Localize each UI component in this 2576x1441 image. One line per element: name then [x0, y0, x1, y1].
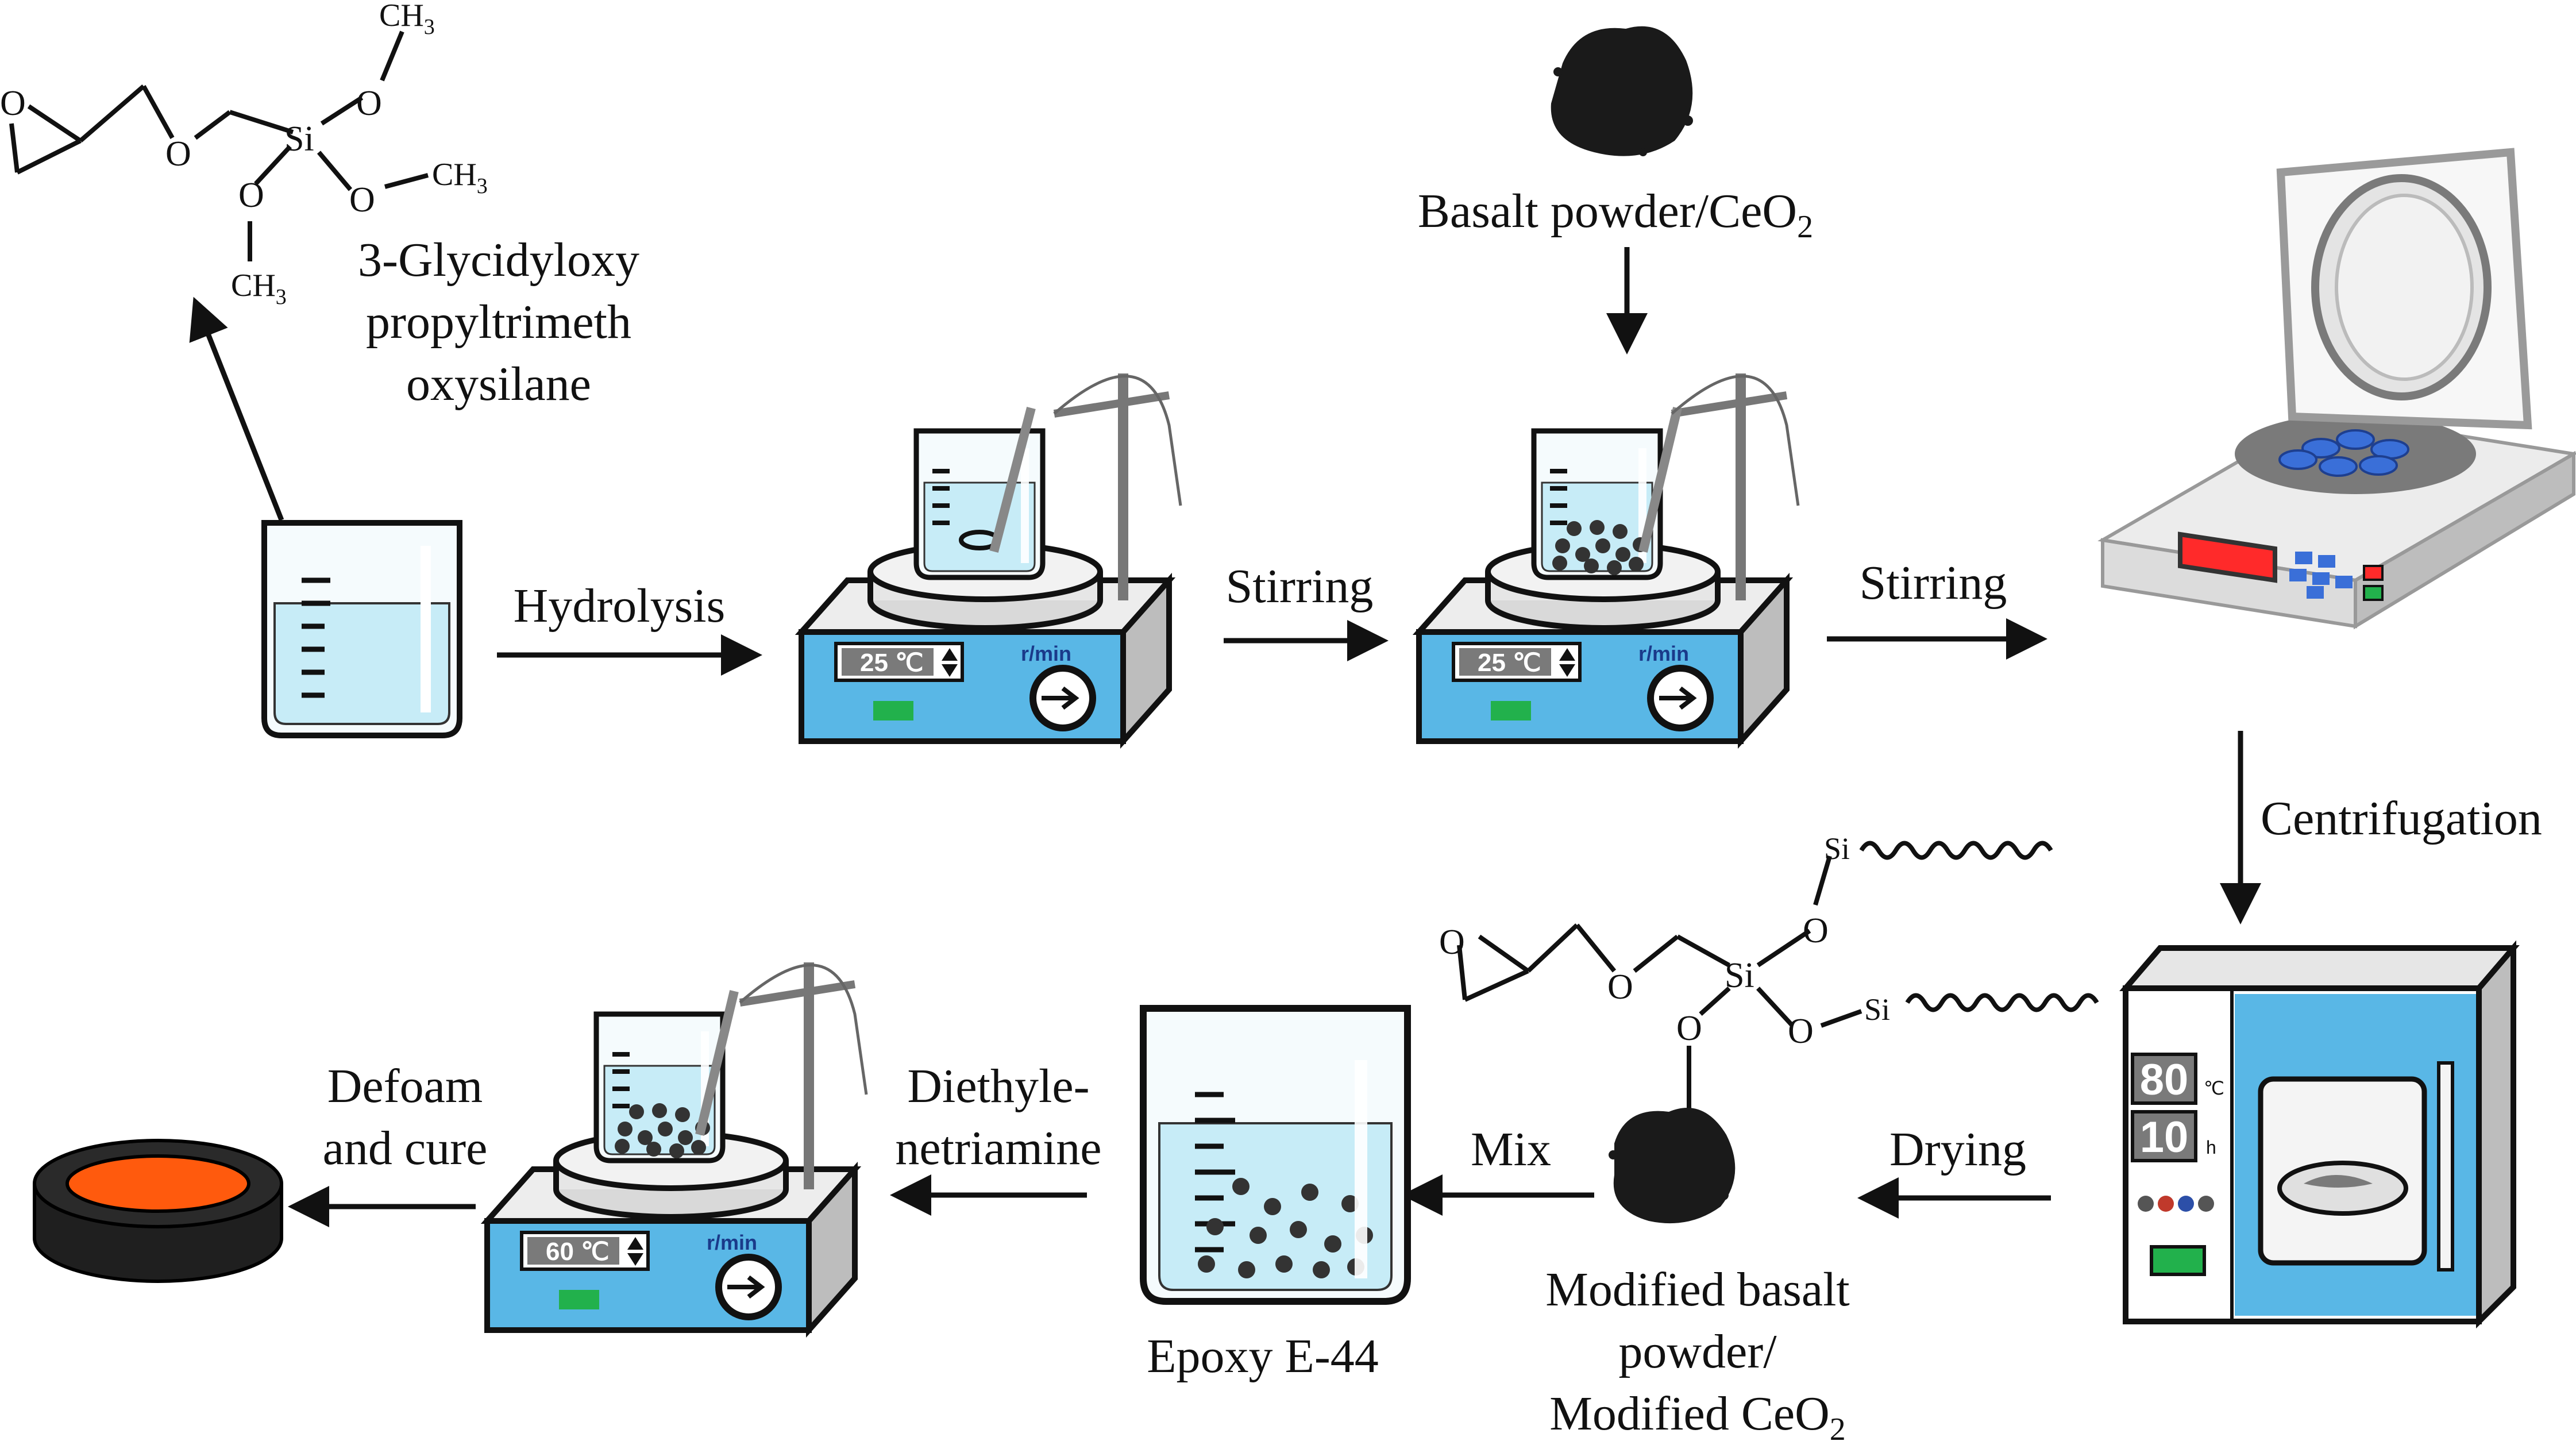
- stirrer-2-speed-unit: r/min: [1638, 642, 1689, 665]
- modified-particle-structure: O O Si O O O Si Si: [1439, 831, 2099, 1109]
- magnetic-stirrer-1: 25 ℃ r/min: [801, 373, 1182, 741]
- magnetic-stirrer-2: 25 ℃ r/min: [1419, 373, 1800, 741]
- mod-silicon-center: Si: [1725, 956, 1754, 995]
- epoxide-o: O: [0, 84, 26, 123]
- label-diethylenetriamine-1: Diethyle-: [907, 1059, 1089, 1113]
- mod-epoxide-o: O: [1439, 923, 1465, 962]
- stirrer-3-speed-unit: r/min: [707, 1231, 757, 1254]
- label-stirring-2: Stirring: [1860, 556, 2007, 610]
- methoxy-o-top: O: [356, 84, 382, 123]
- methoxy-o-right: O: [349, 180, 375, 219]
- label-hydrolysis: Hydrolysis: [514, 579, 726, 633]
- oven-time-unit: h: [2206, 1137, 2216, 1158]
- beaker-hydrolysis: [261, 520, 462, 738]
- drying-oven: 80 ℃ 10 h: [2119, 940, 2520, 1329]
- oven-temp-unit: ℃: [2204, 1078, 2224, 1099]
- epoxy-beaker: [1140, 1005, 1411, 1305]
- methyl-top: CH3: [379, 0, 435, 39]
- silane-structure: O O Si O O O CH3 CH3 CH3 3-Glycidyloxy p…: [0, 0, 639, 411]
- cured-sample-mold: [33, 1139, 283, 1283]
- label-centrifugation: Centrifugation: [2261, 792, 2542, 845]
- label-defoam-line-1: Defoam: [327, 1059, 483, 1113]
- label-stirring-1: Stirring: [1226, 560, 1374, 613]
- modified-powder-pile: [1609, 1108, 1736, 1224]
- mod-o-right: O: [1788, 1012, 1814, 1051]
- label-defoam-line-2: and cure: [323, 1122, 488, 1175]
- label-diethylenetriamine-2: netriamine: [895, 1122, 1101, 1175]
- stirrer-1-temp: 25 ℃: [860, 649, 924, 677]
- centrifuge: [2097, 148, 2576, 630]
- label-mix: Mix: [1471, 1123, 1551, 1176]
- silane-name-line-1: 3-Glycidyloxy: [358, 233, 639, 287]
- silane-name-line-3: oxysilane: [406, 357, 591, 411]
- centrifuge-keypad: [2289, 552, 2353, 599]
- arrow-to-silane: [189, 296, 284, 521]
- curing-mixture-particles: [615, 1103, 710, 1158]
- methoxy-o-bottom: O: [238, 176, 264, 215]
- stirrer-1-speed-unit: r/min: [1021, 642, 1071, 665]
- mod-ether-o: O: [1607, 968, 1633, 1007]
- mod-silicon-right: Si: [1864, 992, 1890, 1027]
- label-modified-line-1: Modified basalt: [1545, 1263, 1850, 1316]
- oven-temperature: 80: [2140, 1055, 2189, 1104]
- silane-bonds: [9, 30, 429, 261]
- silane-name-line-2: propyltrimeth: [366, 295, 631, 349]
- label-drying: Drying: [1889, 1123, 2026, 1176]
- label-epoxy: Epoxy E-44: [1147, 1330, 1379, 1383]
- ether-o: O: [165, 134, 191, 174]
- mod-o-top: O: [1803, 911, 1829, 950]
- magnetic-stirrer-3: 60 ℃ r/min: [487, 962, 868, 1330]
- methyl-bottom: CH3: [231, 268, 287, 309]
- methyl-right: CH3: [432, 157, 488, 198]
- centrifuge-rotor: [2278, 429, 2409, 477]
- oven-time: 10: [2140, 1113, 2189, 1162]
- label-basalt-powder: Basalt powder/CeO2: [1418, 184, 1813, 245]
- stirrer-2-temp: 25 ℃: [1478, 649, 1541, 677]
- mod-silicon-top: Si: [1824, 831, 1850, 866]
- stirrer-3-temp: 60 ℃: [546, 1238, 610, 1266]
- mod-o-bottom: O: [1676, 1009, 1702, 1048]
- silicon-atom: Si: [284, 120, 314, 159]
- label-modified-line-2: powder/: [1618, 1325, 1777, 1378]
- basalt-powder-pile: [1551, 26, 1693, 156]
- epoxy-particles: [1198, 1178, 1373, 1278]
- label-modified-ceo2: Modified CeO2: [1549, 1387, 1846, 1441]
